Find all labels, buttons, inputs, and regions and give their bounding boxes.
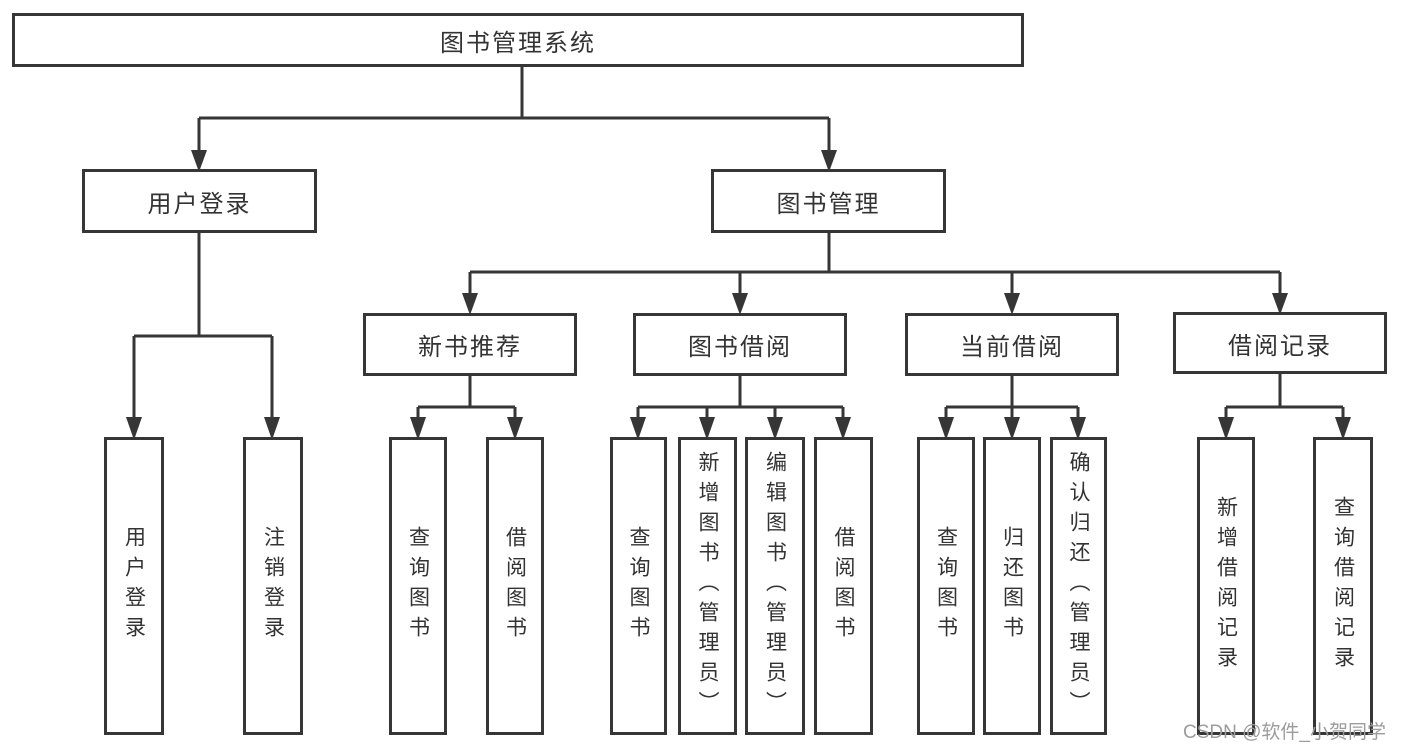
leaf-cb-confirm-return-label: 确认归还（管理员）	[1067, 451, 1090, 721]
leaf-br-add-record: 新增借阅记录	[1197, 437, 1255, 735]
leaf-rec-borrow-books-label: 借阅图书	[503, 526, 527, 646]
leaf-cb-query-books: 查询图书	[917, 437, 975, 735]
node-book-borrow-label: 图书借阅	[688, 334, 792, 361]
leaf-rec-query-books: 查询图书	[389, 437, 447, 735]
edge-book-borrow-to-leaves	[630, 376, 851, 440]
node-borrow-records-label: 借阅记录	[1228, 332, 1332, 360]
leaf-user-login: 用户登录	[104, 437, 164, 735]
leaf-cb-query-books-label: 查询图书	[934, 526, 958, 646]
leaf-bb-borrow-books: 借阅图书	[814, 437, 873, 735]
leaf-bb-query-books-label: 查询图书	[627, 526, 650, 646]
node-root: 图书管理系统	[12, 13, 1024, 67]
node-current-borrow: 当前借阅	[905, 313, 1119, 376]
leaf-rec-borrow-books: 借阅图书	[486, 437, 544, 735]
node-user-login-label: 用户登录	[147, 190, 252, 218]
node-new-book-rec: 新书推荐	[363, 313, 577, 376]
leaf-br-add-record-label: 新增借阅记录	[1214, 496, 1238, 676]
node-new-book-rec-label: 新书推荐	[418, 334, 522, 361]
node-user-login: 用户登录	[82, 169, 317, 233]
leaf-bb-edit-books-label: 编辑图书（管理员）	[763, 451, 787, 721]
leaf-bb-add-books-label: 新增图书（管理员）	[696, 451, 719, 721]
leaf-user-login-label: 用户登录	[122, 526, 146, 646]
edge-root-to-level2	[191, 67, 837, 172]
node-book-borrow: 图书借阅	[633, 313, 847, 376]
leaf-br-query-record: 查询借阅记录	[1313, 437, 1373, 735]
leaf-cb-return-books: 归还图书	[983, 437, 1041, 735]
leaf-logout: 注销登录	[243, 437, 303, 735]
leaf-bb-edit-books: 编辑图书（管理员）	[745, 437, 805, 735]
node-root-label: 图书管理系统	[440, 29, 596, 57]
node-book-mgmt: 图书管理	[711, 169, 946, 233]
leaf-rec-query-books-label: 查询图书	[406, 526, 430, 646]
node-current-borrow-label: 当前借阅	[960, 334, 1064, 361]
edge-borrow-records-to-leaves	[1218, 374, 1351, 440]
node-book-mgmt-label: 图书管理	[776, 190, 881, 218]
leaf-cb-return-books-label: 归还图书	[1000, 526, 1024, 646]
node-borrow-records: 借阅记录	[1173, 312, 1387, 374]
leaf-logout-label: 注销登录	[261, 526, 285, 646]
leaf-bb-borrow-books-label: 借阅图书	[832, 526, 855, 646]
leaf-bb-add-books: 新增图书（管理员）	[678, 437, 737, 735]
edge-new-book-rec-to-leaves	[410, 376, 523, 440]
leaf-br-query-record-label: 查询借阅记录	[1331, 496, 1355, 676]
csdn-watermark: CSDN @软件_小贺同学	[1183, 722, 1386, 743]
leaf-cb-confirm-return: 确认归还（管理员）	[1050, 437, 1107, 735]
edge-current-borrow-to-leaves	[938, 376, 1086, 440]
edge-book-mgmt-to-level3	[462, 233, 1288, 315]
edge-user-login-to-leaves	[126, 233, 280, 440]
leaf-bb-query-books: 查询图书	[610, 437, 667, 735]
